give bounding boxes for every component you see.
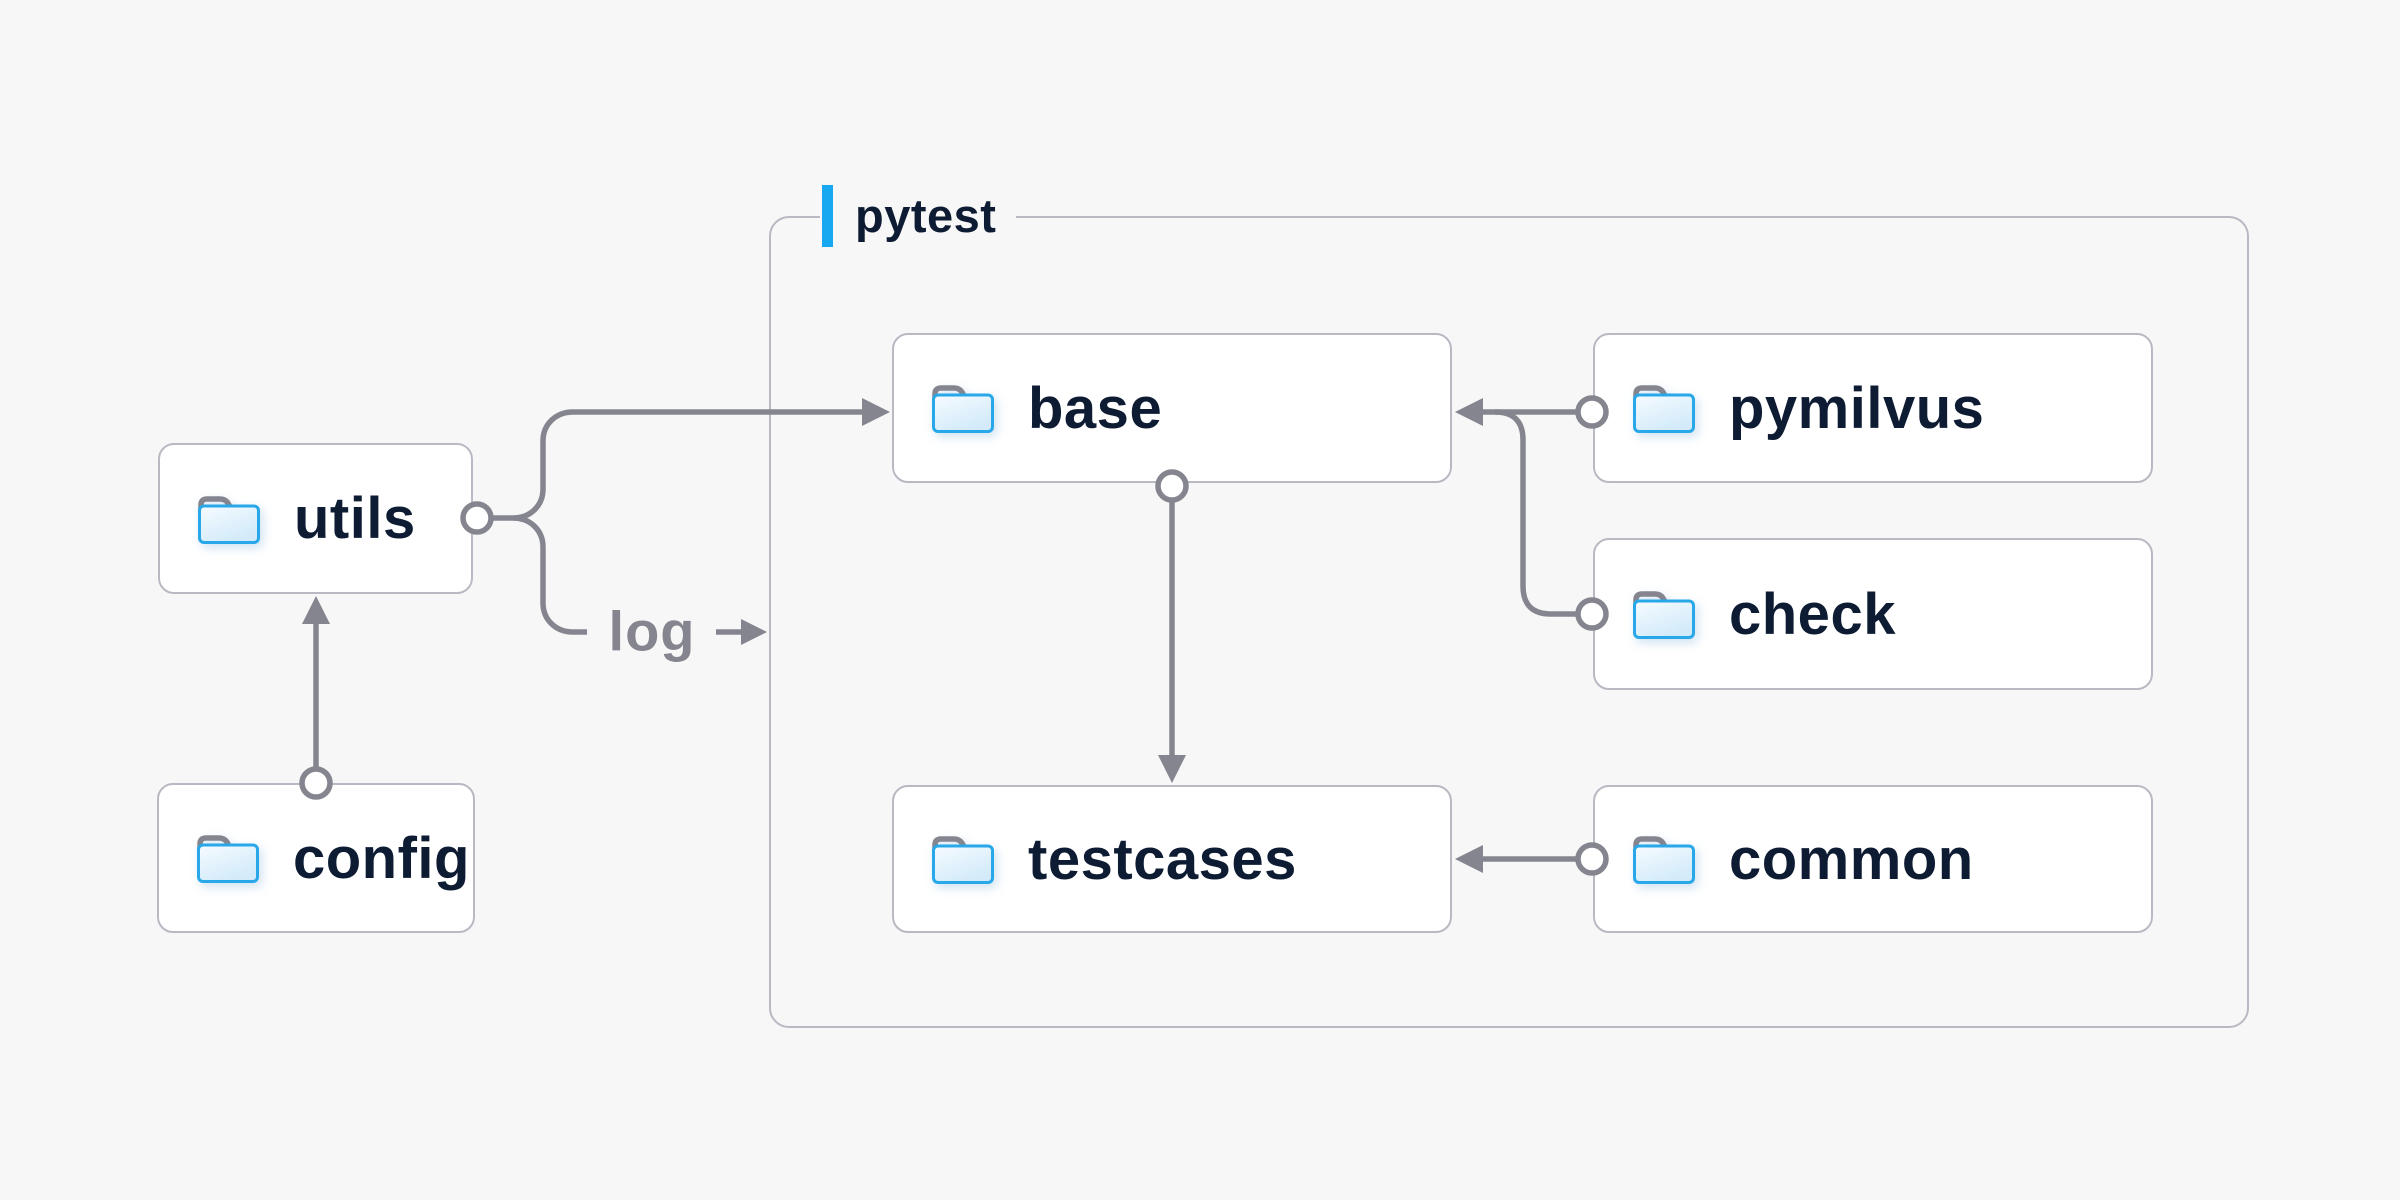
pytest-container (769, 216, 2249, 1028)
folder-icon (1631, 587, 1697, 641)
edge-config-utils (299, 596, 333, 800)
folder-icon (1631, 832, 1697, 886)
folder-icon (930, 381, 996, 435)
node-testcases: testcases (892, 785, 1452, 933)
pytest-label: pytest (820, 184, 1017, 248)
pytest-label-text: pytest (855, 189, 997, 242)
pytest-accent-bar (822, 185, 833, 247)
node-check-label: check (1729, 581, 1896, 647)
folder-icon (195, 831, 261, 885)
node-common-label: common (1729, 826, 1974, 892)
folder-icon (930, 832, 996, 886)
node-base-label: base (1028, 375, 1163, 441)
edge-label-log: log (608, 599, 696, 663)
node-check: check (1593, 538, 2153, 690)
node-config: config (157, 783, 475, 933)
folder-icon (196, 492, 262, 546)
node-utils-label: utils (294, 486, 416, 551)
node-testcases-label: testcases (1028, 826, 1297, 892)
node-common: common (1593, 785, 2153, 933)
node-pymilvus-label: pymilvus (1729, 375, 1985, 441)
node-utils: utils (158, 443, 473, 594)
node-pymilvus: pymilvus (1593, 333, 2153, 483)
folder-icon (1631, 381, 1697, 435)
node-base: base (892, 333, 1452, 483)
node-config-label: config (293, 825, 470, 891)
